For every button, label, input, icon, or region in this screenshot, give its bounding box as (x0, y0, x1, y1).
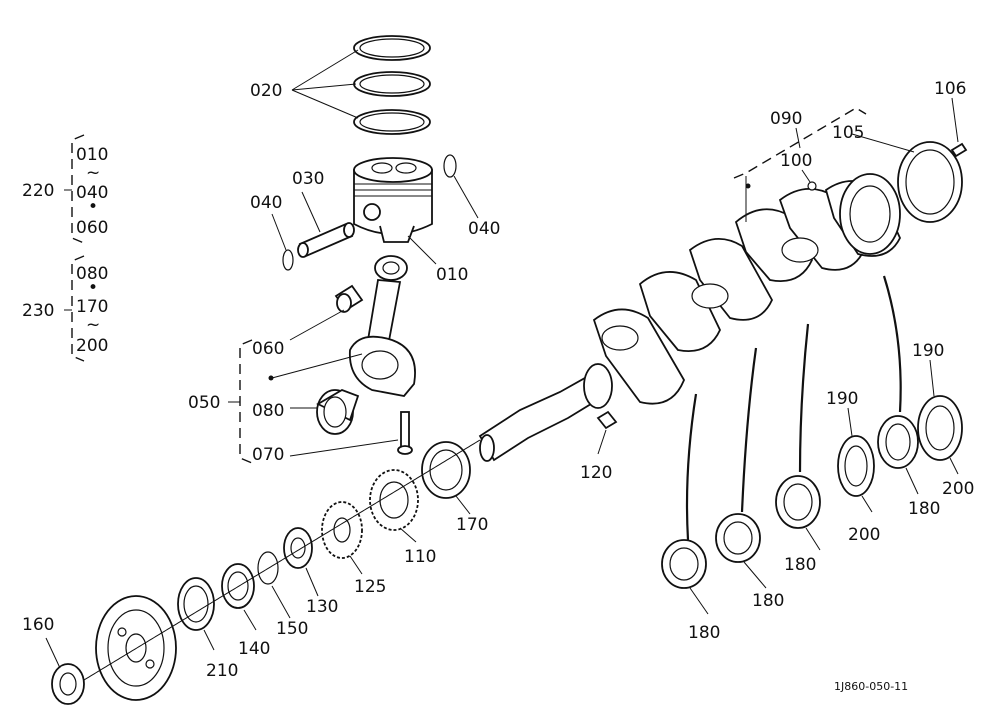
main-bearing (775, 475, 821, 529)
assembly-arrow (798, 323, 810, 473)
callout-105: 105 (832, 123, 864, 143)
assembly-arrow (882, 275, 902, 413)
callout-210: 210 (206, 661, 238, 681)
callout-180-c: 180 (784, 555, 816, 575)
dowel-pin (950, 142, 968, 158)
crankshaft (478, 173, 901, 462)
group-220-item: ~ (86, 163, 100, 183)
group-230: 230 080 • 170 ~ 200 (22, 255, 108, 362)
group-230-item: 200 (76, 336, 108, 356)
callout-180-a: 180 (688, 623, 720, 643)
callout-106: 106 (934, 79, 966, 99)
callout-140: 140 (238, 639, 270, 659)
callout-180-b: 180 (752, 591, 784, 611)
snap-ring-right (443, 154, 457, 178)
oil-seal-collar (221, 563, 255, 609)
main-bearing (877, 415, 919, 469)
collar (283, 527, 313, 569)
group-220-item: 010 (76, 145, 108, 165)
piston-rings (353, 35, 431, 135)
callout-010: 010 (436, 265, 468, 285)
callout-020: 020 (250, 81, 282, 101)
callout-110: 110 (404, 547, 436, 567)
callout-170: 170 (456, 515, 488, 535)
callout-090: 090 (770, 109, 802, 129)
callout-150: 150 (276, 619, 308, 639)
main-bearing (715, 513, 761, 563)
small-end-bushing (334, 284, 364, 313)
group-220: 220 010 ~ 040 • 060 (22, 134, 108, 244)
callout-120: 120 (580, 463, 612, 483)
callout-200-a: 200 (848, 525, 880, 545)
callout-130: 130 (306, 597, 338, 617)
front-bearing (421, 441, 471, 499)
group-230-item: ~ (86, 315, 100, 335)
callout-190-a: 190 (826, 389, 858, 409)
snap-ring-left (282, 249, 294, 271)
plug (807, 181, 817, 191)
group-230-label: 230 (22, 301, 54, 321)
thrust-washer (837, 435, 875, 497)
callout-040-left: 040 (250, 193, 282, 213)
group-220-item: 040 (76, 183, 108, 203)
callout-160: 160 (22, 615, 54, 635)
piston-pin (297, 222, 355, 258)
main-bearing (661, 539, 707, 589)
group-220-item: • (88, 197, 98, 217)
pulley-nut (51, 663, 85, 705)
piston (353, 157, 433, 243)
callout-040-right: 040 (468, 219, 500, 239)
callout-200-b: 200 (942, 479, 974, 499)
thrust-washer (917, 395, 963, 461)
callout-060: 060 (252, 339, 284, 359)
group-230-item: • (88, 278, 98, 298)
callout-180-d: 180 (908, 499, 940, 519)
callout-080: 080 (252, 401, 284, 421)
callout-050: 050 (188, 393, 220, 413)
callout-125: 125 (354, 577, 386, 597)
callout-100: 100 (780, 151, 812, 171)
oil-pump-gear (321, 501, 363, 559)
connecting-rod (349, 255, 416, 397)
crankshaft-gear (369, 469, 419, 531)
crankpin-bearing (316, 389, 360, 435)
group-220-label: 220 (22, 181, 54, 201)
crankshaft-bushing (897, 141, 963, 223)
crankshaft-key (596, 410, 618, 430)
group-230-item: 170 (76, 297, 108, 317)
callout-070: 070 (252, 445, 284, 465)
group-230-item: 080 (76, 264, 108, 284)
figure-id: 1J860-050-11 (834, 680, 908, 693)
group-220-item: 060 (76, 218, 108, 238)
assembly-arrow (740, 347, 758, 513)
callout-190-b: 190 (912, 341, 944, 361)
callout-030: 030 (292, 169, 324, 189)
assembly-arrow (685, 393, 698, 541)
connecting-rod-bolt (397, 411, 413, 455)
